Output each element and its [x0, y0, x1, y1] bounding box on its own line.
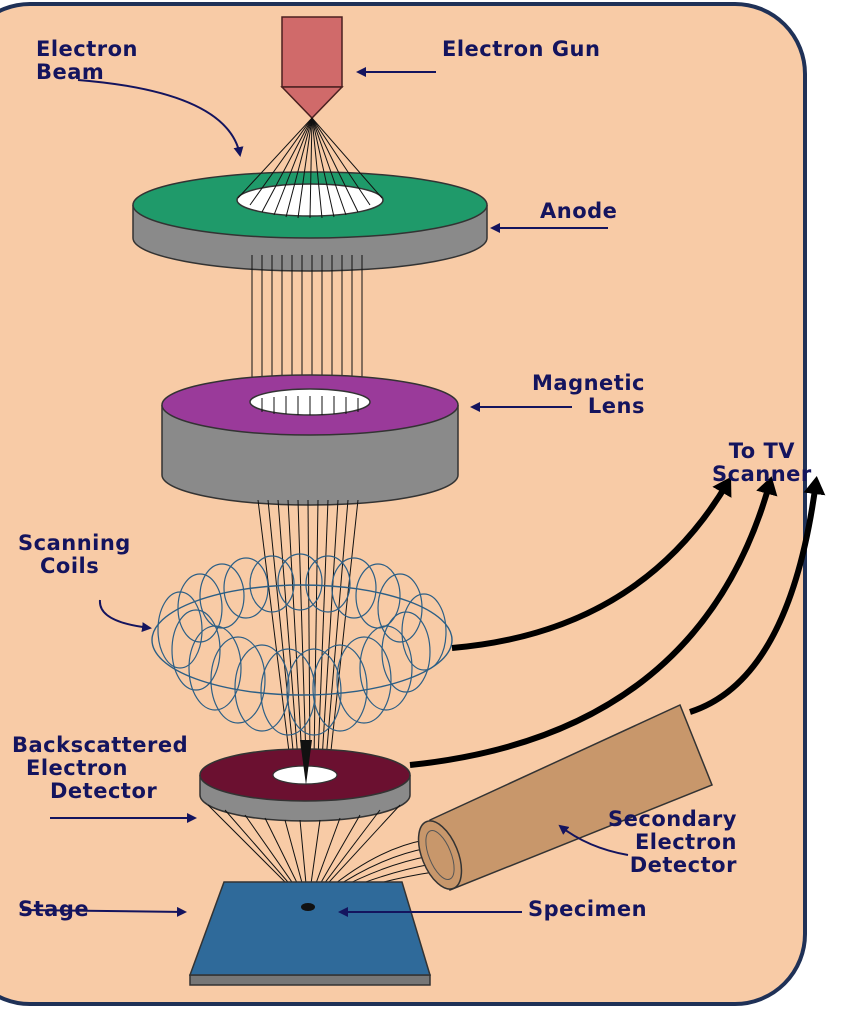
- label-electron-beam: Electron Beam: [36, 38, 138, 84]
- specimen: [301, 903, 315, 911]
- anode: [133, 172, 487, 271]
- label-magnetic-lens: Magnetic Lens: [532, 372, 645, 418]
- label-stage: Stage: [18, 898, 89, 921]
- label-backscattered-detector: Backscattered Electron Detector: [12, 734, 188, 803]
- label-specimen: Specimen: [528, 898, 647, 921]
- label-anode: Anode: [540, 200, 617, 223]
- label-secondary-detector: Secondary Electron Detector: [608, 808, 737, 877]
- label-scanning-coils: Scanning Coils: [18, 532, 131, 578]
- label-electron-gun: Electron Gun: [442, 38, 600, 61]
- label-to-tv-scanner: To TV Scanner: [712, 440, 812, 486]
- stage: [190, 882, 430, 985]
- magnetic-lens: [162, 375, 458, 505]
